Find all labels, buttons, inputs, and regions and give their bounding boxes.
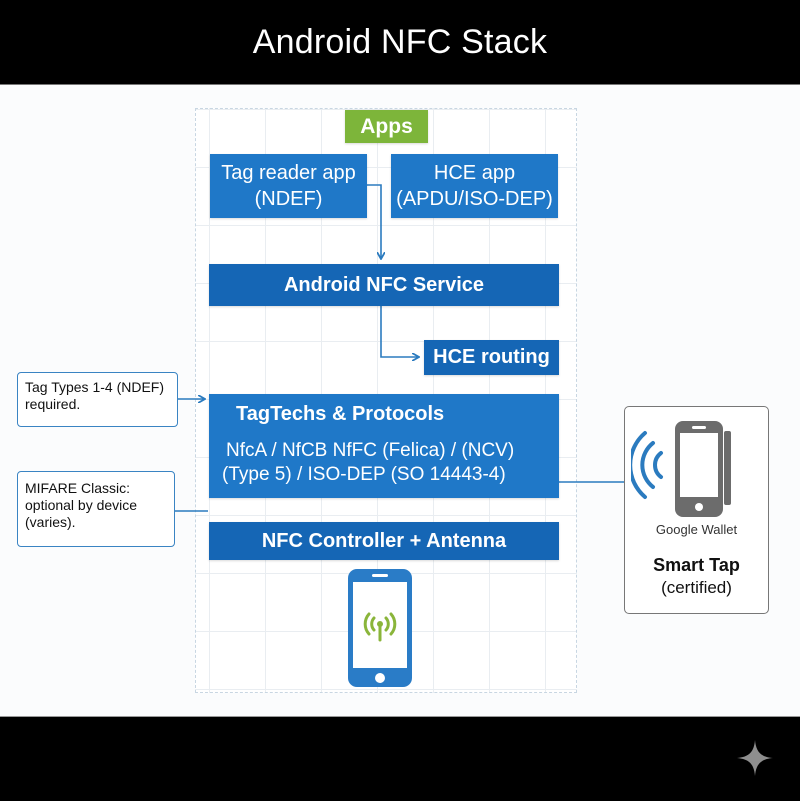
tagtechs-box: TagTechs & Protocols NfcA / NfCB NfFC (F… xyxy=(209,394,559,498)
tagtechs-title: TagTechs & Protocols xyxy=(236,403,445,425)
google-wallet-card: Google Wallet Smart Tap (certified) xyxy=(624,406,769,614)
wallet-title: Smart Tap xyxy=(653,555,740,575)
tag-reader-app-subtitle: (NDEF) xyxy=(254,188,323,210)
tag-reader-app-title: Tag reader app xyxy=(221,162,356,184)
mifare-note-line2: optional by device xyxy=(25,497,138,513)
hce-routing-box: HCE routing xyxy=(424,340,559,375)
mifare-note: MIFARE Classic: optional by device (vari… xyxy=(17,471,175,547)
hce-routing-label: HCE routing xyxy=(433,346,550,368)
smartphone-nfc-icon xyxy=(348,569,412,687)
nfc-service-label: Android NFC Service xyxy=(283,273,485,296)
sparkle-icon xyxy=(737,740,773,776)
hce-app-subtitle: (APDU/ISO-DEP) xyxy=(396,188,553,210)
tagtechs-protocols-line1: NfcA / NfCB NfFC (Felica) / (NCV) xyxy=(226,440,515,461)
mifare-note-line3: (varies). xyxy=(25,514,76,530)
nfc-controller-box: NFC Controller + Antenna xyxy=(209,522,559,560)
hce-app-box: HCE app (APDU/ISO-DEP) xyxy=(391,154,558,218)
mifare-note-line1: MIFARE Classic: xyxy=(25,480,131,496)
nfc-controller-label: NFC Controller + Antenna xyxy=(261,529,507,552)
apps-label-text: Apps xyxy=(360,114,413,138)
tag-types-note-line2: required. xyxy=(25,396,81,412)
tag-reader-app-box: Tag reader app (NDEF) xyxy=(210,154,367,218)
page-title: Android NFC Stack xyxy=(252,22,548,61)
tag-types-note-line1: Tag Types 1-4 (NDEF) xyxy=(25,379,165,395)
footer-bar xyxy=(0,716,800,801)
wallet-subtitle: (certified) xyxy=(661,578,732,597)
hce-app-title: HCE app xyxy=(433,162,516,184)
tagtechs-protocols-line2: (Type 5) / ISO-DEP (SO 14443-4) xyxy=(222,464,506,485)
wallet-brand: Google Wallet xyxy=(655,522,738,537)
tag-types-note: Tag Types 1-4 (NDEF) required. xyxy=(17,372,178,427)
title-bar: Android NFC Stack xyxy=(0,0,800,85)
contactless-phone-icon xyxy=(631,421,731,517)
nfc-service-box: Android NFC Service xyxy=(209,264,559,306)
apps-label: Apps xyxy=(345,110,428,143)
